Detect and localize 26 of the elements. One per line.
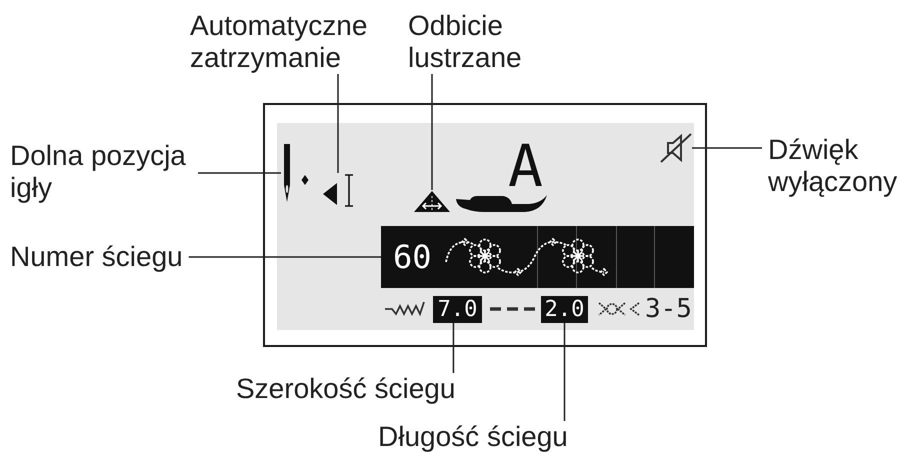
- callout-label: Dolna pozycja igły: [10, 140, 192, 204]
- leader-line: [337, 74, 339, 173]
- stitch-number: 60: [393, 240, 432, 274]
- lcd-screen: [277, 123, 694, 330]
- callout-label: Dźwięk wyłączony: [768, 134, 904, 198]
- leader-line: [452, 323, 454, 373]
- triangle-arrows-icon: [413, 190, 451, 213]
- value-display: 7.0: [433, 296, 482, 323]
- needle-icon: [281, 143, 311, 203]
- display-text: 3-5: [645, 296, 692, 323]
- callout-label: Odbicie lustrzane: [408, 10, 533, 74]
- callout-label: Długość ściegu: [378, 421, 568, 453]
- callout-label: Automatyczne zatrzymanie: [190, 10, 380, 74]
- callout-label: Numer ściegu: [10, 241, 183, 273]
- display-frame: [263, 103, 707, 347]
- value-display: 2.0: [541, 296, 588, 323]
- triangle-bar-icon: [322, 173, 354, 208]
- leader-line: [431, 74, 433, 190]
- leader-line: [564, 323, 566, 421]
- speaker-muted-icon: [660, 133, 692, 163]
- stitch-bar: [381, 226, 694, 288]
- callout-label: Szerokość ściegu: [236, 373, 456, 405]
- display-character: A: [508, 137, 543, 195]
- leader-line: [692, 147, 762, 149]
- leader-line: [198, 172, 281, 174]
- leader-line: [188, 256, 381, 258]
